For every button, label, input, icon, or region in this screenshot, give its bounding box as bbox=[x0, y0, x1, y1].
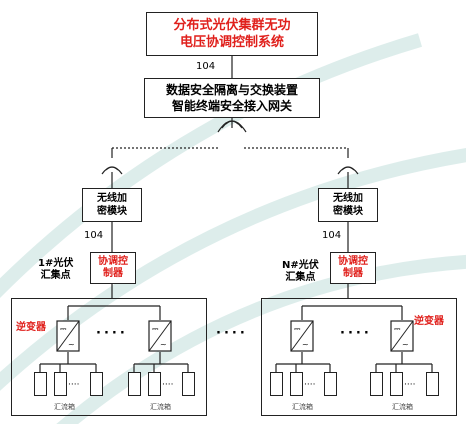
combiner-box bbox=[148, 372, 161, 396]
right-pv-site-label: N#光伏 汇集点 bbox=[282, 260, 319, 284]
left-inverter-2: ⎓~ bbox=[148, 320, 172, 352]
left-pv-site-label: 1#光伏 汇集点 bbox=[38, 258, 73, 282]
combiner-box bbox=[390, 372, 403, 396]
combiner-box bbox=[290, 372, 303, 396]
left-inverter-1: ⎓~ bbox=[56, 320, 80, 352]
combiner-ellipsis: ···· bbox=[162, 380, 174, 390]
left-inverter-label: 逆变器 bbox=[16, 322, 46, 333]
left-pv-cluster-frame bbox=[11, 298, 207, 416]
left-protocol-104: 104 bbox=[84, 230, 104, 241]
combiner-box bbox=[324, 372, 337, 396]
right-combiner-label-2: 汇流箱 bbox=[392, 403, 413, 411]
right-coordination-controller: 协调控 制器 bbox=[330, 252, 376, 284]
right-wireless-encryption-module: 无线加 密模块 bbox=[318, 188, 378, 222]
right-controller-line2: 制器 bbox=[343, 268, 363, 279]
combiner-box bbox=[54, 372, 67, 396]
combiner-box bbox=[182, 372, 195, 396]
cluster-ellipsis: ···· bbox=[216, 326, 248, 341]
combiner-box bbox=[370, 372, 383, 396]
right-inverter-1: ⎓~ bbox=[290, 320, 314, 352]
combiner-box bbox=[128, 372, 141, 396]
left-site-line1: 1#光伏 bbox=[38, 258, 74, 269]
combiner-box bbox=[90, 372, 103, 396]
combiner-ellipsis: ···· bbox=[404, 380, 416, 390]
right-site-line2: 汇集点 bbox=[285, 272, 316, 283]
antenna-icon-gateway bbox=[217, 120, 247, 133]
svg-text:~: ~ bbox=[402, 340, 409, 349]
gateway-box-line2: 智能终端安全接入网关 bbox=[171, 99, 292, 113]
left-encrypt-line2: 密模块 bbox=[97, 206, 127, 217]
left-wireless-encryption-module: 无线加 密模块 bbox=[82, 188, 142, 222]
left-controller-line2: 制器 bbox=[103, 268, 123, 279]
svg-text:~: ~ bbox=[68, 340, 75, 349]
svg-text:~: ~ bbox=[160, 340, 167, 349]
left-controller-line1: 协调控 bbox=[98, 256, 128, 267]
combiner-box bbox=[426, 372, 439, 396]
svg-text:~: ~ bbox=[302, 340, 309, 349]
right-encrypt-line2: 密模块 bbox=[333, 206, 363, 217]
right-pv-cluster-frame bbox=[261, 298, 457, 416]
combiner-ellipsis: ···· bbox=[304, 380, 316, 390]
svg-text:⎓: ⎓ bbox=[294, 324, 301, 333]
right-combiner-label-1: 汇流箱 bbox=[292, 403, 313, 411]
combiner-box bbox=[34, 372, 47, 396]
reactive-voltage-control-system-box: 分布式光伏集群无功 电压协调控制系统 bbox=[146, 12, 318, 56]
left-combiner-label-2: 汇流箱 bbox=[150, 403, 171, 411]
combiner-ellipsis: ···· bbox=[68, 380, 80, 390]
left-site-line2: 汇集点 bbox=[40, 270, 71, 281]
left-encrypt-line1: 无线加 bbox=[97, 193, 127, 204]
antenna-icon-left bbox=[101, 166, 123, 188]
antenna-icon-right bbox=[337, 166, 359, 188]
right-protocol-104: 104 bbox=[322, 230, 342, 241]
system-box-line1: 分布式光伏集群无功 bbox=[173, 18, 291, 33]
left-combiner-label-1: 汇流箱 bbox=[54, 403, 75, 411]
right-inverter-ellipsis: ···· bbox=[340, 326, 372, 341]
gateway-box-line1: 数据安全隔离与交换装置 bbox=[165, 83, 298, 97]
security-gateway-box: 数据安全隔离与交换装置 智能终端安全接入网关 bbox=[144, 78, 320, 118]
svg-text:⎓: ⎓ bbox=[394, 324, 401, 333]
svg-text:⎓: ⎓ bbox=[152, 324, 159, 333]
left-inverter-ellipsis: ···· bbox=[96, 326, 128, 341]
right-inverter-2: ⎓~ bbox=[390, 320, 414, 352]
left-coordination-controller: 协调控 制器 bbox=[90, 252, 136, 284]
right-encrypt-line1: 无线加 bbox=[333, 193, 363, 204]
system-box-line2: 电压协调控制系统 bbox=[179, 35, 284, 50]
right-inverter-label: 逆变器 bbox=[414, 316, 444, 327]
right-controller-line1: 协调控 bbox=[338, 256, 368, 267]
protocol-104-top: 104 bbox=[196, 61, 216, 72]
combiner-box bbox=[270, 372, 283, 396]
svg-text:⎓: ⎓ bbox=[60, 324, 67, 333]
right-site-line1: N#光伏 bbox=[282, 260, 319, 271]
